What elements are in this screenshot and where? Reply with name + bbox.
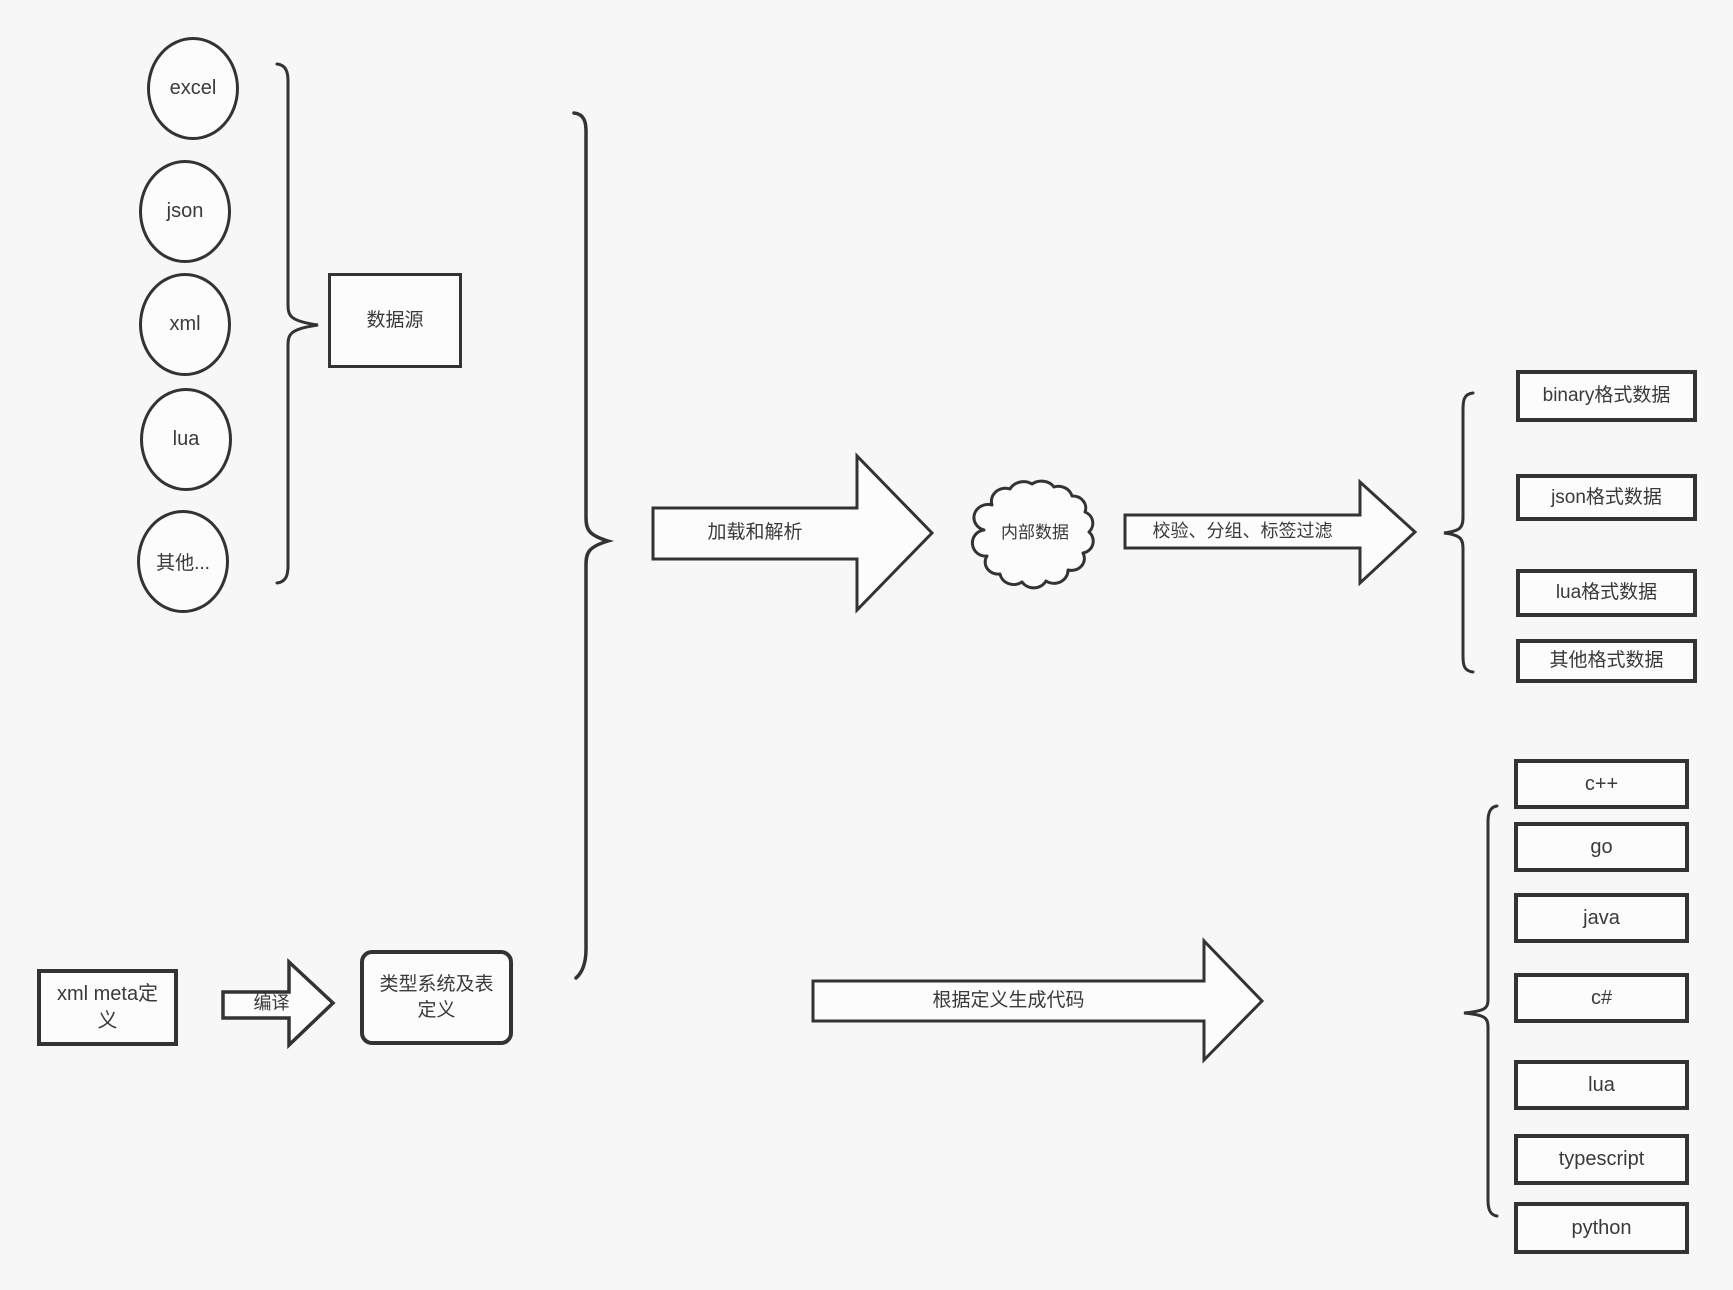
language-box-go: go — [1514, 822, 1689, 872]
format-label-others: 其他格式数据 — [1549, 650, 1664, 672]
internal-data-cloud-label: 内部数据 — [1001, 522, 1069, 542]
filter-arrow-label: 校验、分组、标签过滤 — [1152, 520, 1333, 541]
compile-arrow-label: 编译 — [253, 993, 290, 1014]
compile-arrow — [221, 957, 336, 1050]
source-ellipse-others: 其他... — [137, 510, 229, 613]
main-brace — [572, 111, 615, 980]
source-ellipse-json: json — [139, 160, 231, 263]
load-parse-arrow — [651, 452, 935, 614]
filter-arrow — [1123, 478, 1418, 587]
type-system-box-label: 类型系统及表定义 — [379, 973, 494, 1021]
format-box-binary: binary格式数据 — [1516, 370, 1697, 422]
sources-brace — [275, 62, 319, 585]
language-label-csharp: c# — [1590, 986, 1613, 1009]
language-label-cpp: c++ — [1584, 772, 1619, 795]
format-label-json: json格式数据 — [1551, 486, 1662, 508]
source-label-lua: lua — [172, 428, 200, 450]
language-label-java: java — [1583, 906, 1620, 929]
language-box-csharp: c# — [1514, 973, 1689, 1023]
format-box-lua: lua格式数据 — [1516, 569, 1697, 617]
load-parse-arrow-label: 加载和解析 — [707, 522, 803, 544]
type-system-box: 类型系统及表定义 — [360, 950, 513, 1045]
language-label-python: python — [1571, 1216, 1632, 1239]
language-label-lua: lua — [1588, 1073, 1615, 1096]
source-label-json: json — [166, 200, 204, 222]
source-ellipse-lua: lua — [140, 388, 232, 491]
source-label-xml: xml — [169, 313, 201, 335]
format-label-lua: lua格式数据 — [1555, 582, 1658, 604]
generate-code-arrow-label: 根据定义生成代码 — [932, 989, 1085, 1011]
language-box-java: java — [1514, 893, 1689, 943]
source-label-excel: excel — [169, 77, 217, 99]
format-label-binary: binary格式数据 — [1542, 385, 1671, 407]
language-box-lua: lua — [1514, 1060, 1689, 1110]
source-label-others: 其他... — [156, 553, 210, 574]
languages-brace — [1463, 804, 1499, 1218]
generate-code-arrow — [811, 937, 1265, 1064]
xml-meta-box: xml meta定义 — [37, 969, 178, 1046]
language-label-typescript: typescript — [1558, 1148, 1645, 1170]
format-box-json: json格式数据 — [1516, 474, 1697, 521]
language-box-typescript: typescript — [1514, 1134, 1689, 1185]
data-source-box: 数据源 — [328, 273, 462, 368]
data-source-box-label: 数据源 — [366, 309, 424, 331]
formats-brace — [1443, 391, 1475, 674]
source-ellipse-excel: excel — [147, 37, 239, 140]
xml-meta-box-label: xml meta定义 — [56, 982, 159, 1032]
language-box-python: python — [1514, 1202, 1689, 1254]
source-ellipse-xml: xml — [139, 273, 231, 376]
format-box-others: 其他格式数据 — [1516, 639, 1697, 683]
language-box-cpp: c++ — [1514, 759, 1689, 809]
internal-data-cloud — [970, 479, 1095, 590]
language-label-go: go — [1590, 835, 1613, 858]
